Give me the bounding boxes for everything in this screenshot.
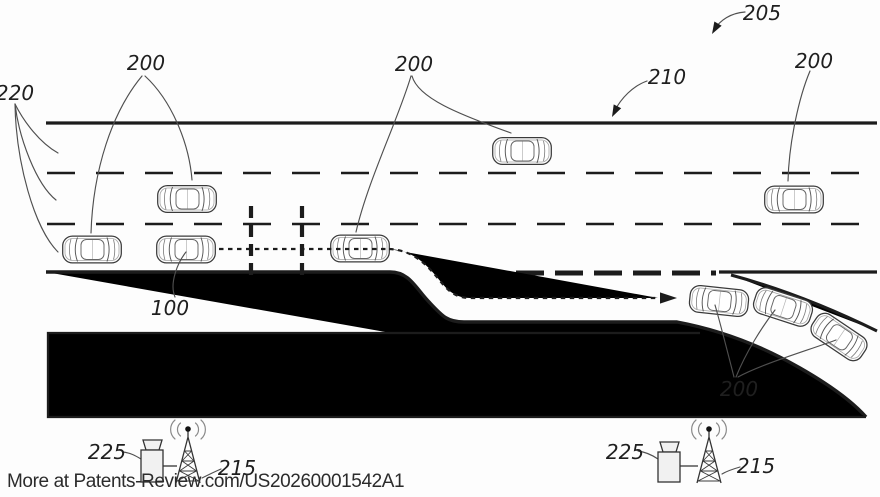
leader-220-lane1 xyxy=(14,103,59,154)
leader-200-left-a xyxy=(90,75,143,234)
leader-200-middle-b xyxy=(355,75,412,233)
leader-200-ramp-a xyxy=(714,304,735,378)
leader-200-middle-a xyxy=(411,75,512,134)
label-205: 205 xyxy=(743,1,781,25)
car-ego xyxy=(156,235,216,264)
leader-200-ramp-b xyxy=(735,309,776,378)
car-ramp-3 xyxy=(806,308,872,366)
label-200-right: 200 xyxy=(795,49,833,73)
car-ramp-1 xyxy=(687,283,751,319)
car-lane3-left xyxy=(62,235,122,264)
label-215-right: 215 xyxy=(737,454,775,478)
arrow-210-head-icon xyxy=(612,104,622,117)
antenna-tower-right-icon xyxy=(691,419,727,484)
label-215-left: 215 xyxy=(218,456,256,480)
label-210: 210 xyxy=(648,65,686,89)
rsu-horn-left-icon xyxy=(142,439,163,451)
callout-leaders xyxy=(14,11,837,479)
footer-credit: More at Patents-Review.com/US20260001542… xyxy=(7,471,404,492)
leader-100 xyxy=(172,251,187,298)
leader-225-right xyxy=(637,450,659,460)
leader-200-ramp-c xyxy=(737,339,837,378)
car-lane1 xyxy=(492,136,552,166)
label-200-left: 200 xyxy=(127,51,165,75)
label-100: 100 xyxy=(151,296,189,320)
leader-225-left xyxy=(122,451,142,460)
leader-215-left xyxy=(201,468,222,479)
highway xyxy=(46,121,878,419)
roadside-zone-rectangle xyxy=(46,331,866,419)
antenna-tower-left-icon xyxy=(170,419,206,484)
antenna-tip-right xyxy=(706,426,712,432)
radio-waves-left-icon xyxy=(170,419,206,440)
ego-path xyxy=(219,247,677,304)
leader-200-left-b xyxy=(144,75,193,181)
roadside-unit-left xyxy=(140,419,206,484)
label-225-left: 225 xyxy=(88,440,126,464)
leader-200-right xyxy=(787,70,811,182)
callout-labels: 205 210 220 200 200 200 200 100 225 215 … xyxy=(0,1,833,480)
leader-220-lane3 xyxy=(14,103,59,253)
label-200-ramp: 200 xyxy=(720,377,758,401)
leader-215-right xyxy=(721,466,741,475)
car-lane2-left xyxy=(157,184,217,214)
label-225-right: 225 xyxy=(606,440,644,464)
label-200-middle: 200 xyxy=(395,52,433,76)
rsu-horn-right-icon xyxy=(659,441,680,453)
ego-path-dotted-curve xyxy=(388,247,658,300)
label-220: 220 xyxy=(0,81,34,105)
ego-path-arrowhead-icon xyxy=(660,292,677,304)
roadside-unit-right xyxy=(657,419,727,484)
rsu-box-right-icon xyxy=(657,451,681,483)
arrow-205-head-icon xyxy=(712,21,722,34)
car-lane2-right xyxy=(764,185,824,214)
antenna-tip-left xyxy=(185,426,191,432)
leader-220-lane2 xyxy=(14,103,57,201)
radio-waves-right-icon xyxy=(691,419,727,440)
